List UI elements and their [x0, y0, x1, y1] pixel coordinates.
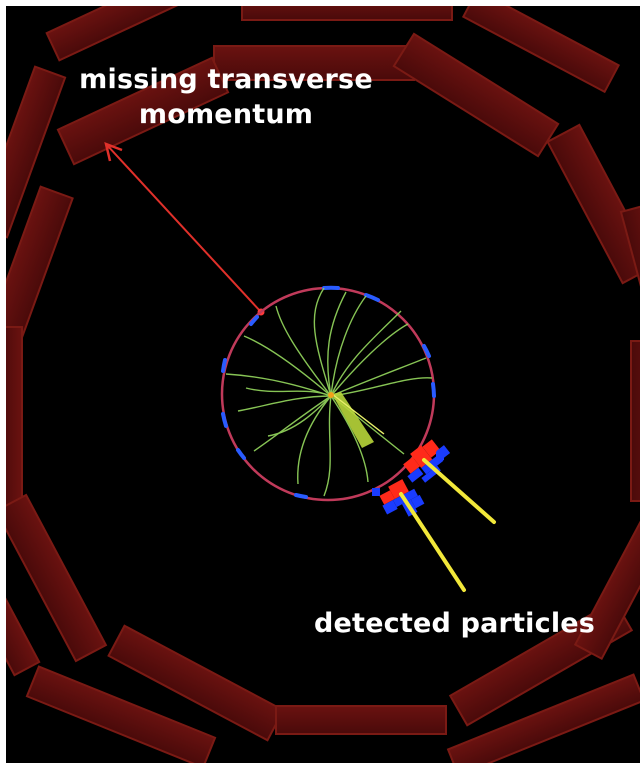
- calo-tower: [422, 439, 441, 458]
- tracks: [225, 287, 433, 497]
- track: [330, 377, 433, 397]
- track: [323, 395, 332, 497]
- muon-chambers: [6, 6, 640, 763]
- track: [330, 310, 402, 397]
- calorimeter-deposits: [372, 439, 451, 517]
- track: [243, 335, 332, 397]
- calo-tower: [410, 494, 425, 509]
- track: [330, 395, 369, 483]
- tracker-hits: [221, 285, 436, 499]
- muon-chamber: [6, 563, 41, 677]
- muon-chamber: [45, 6, 197, 62]
- calo-tower: [372, 488, 380, 496]
- muon-chamber: [6, 493, 108, 663]
- track: [253, 395, 332, 452]
- jet-core-bundle: [332, 392, 374, 448]
- met-label-line2: momentum: [138, 99, 314, 131]
- track: [297, 395, 332, 485]
- tracker: [220, 285, 436, 502]
- calo-tower: [403, 456, 420, 474]
- track: [225, 373, 332, 397]
- track: [267, 395, 332, 437]
- calo-tower: [436, 452, 444, 460]
- calo-tower: [407, 467, 424, 483]
- calo-tower: [379, 490, 395, 505]
- jet-core: [331, 392, 385, 448]
- tracker-hit: [431, 382, 436, 398]
- muon-chamber: [6, 185, 74, 341]
- muon-chamber: [546, 123, 640, 285]
- muon-chamber: [630, 340, 640, 502]
- tracker-hit: [294, 493, 308, 499]
- track: [313, 287, 332, 397]
- tracker-hit: [221, 358, 227, 373]
- track: [330, 323, 409, 397]
- interaction-vertex: [328, 392, 334, 398]
- met-label: missing transverse momentum: [66, 62, 386, 132]
- met-arrow-line: [105, 143, 262, 313]
- muon-chamber: [241, 6, 453, 21]
- muon-chamber: [573, 501, 640, 661]
- calo-tower: [388, 479, 409, 500]
- met-arrow: [104, 142, 265, 316]
- arrowhead-icon: [104, 142, 123, 162]
- jet-line: [399, 492, 466, 592]
- particles-label: detected particles: [314, 608, 596, 639]
- muon-chamber: [6, 65, 67, 239]
- jets: [399, 458, 496, 592]
- tracker-hit: [249, 315, 259, 326]
- track: [327, 291, 347, 397]
- met-label-line1: missing transverse: [79, 64, 373, 95]
- track: [330, 357, 427, 397]
- event-display-frame: missing transverse momentum detected par…: [6, 6, 640, 763]
- muon-chamber: [461, 6, 621, 94]
- jet-core-line: [331, 393, 385, 435]
- muon-chamber: [56, 56, 230, 166]
- jet-line: [422, 458, 496, 524]
- muon-chamber: [392, 32, 560, 158]
- track: [275, 305, 332, 397]
- track: [330, 295, 367, 397]
- tracker-hit: [364, 293, 380, 302]
- muon-chamber: [446, 673, 640, 763]
- track: [237, 395, 332, 412]
- tracker-hit: [422, 344, 431, 358]
- muon-chamber: [275, 705, 447, 735]
- calo-tower: [382, 499, 398, 515]
- muon-chamber: [6, 326, 23, 528]
- muon-chamber: [25, 665, 217, 763]
- muon-chamber: [619, 202, 640, 330]
- tracker-hit: [236, 448, 246, 460]
- event-display: [6, 6, 640, 763]
- tracker-hit: [221, 412, 228, 428]
- track: [245, 387, 332, 397]
